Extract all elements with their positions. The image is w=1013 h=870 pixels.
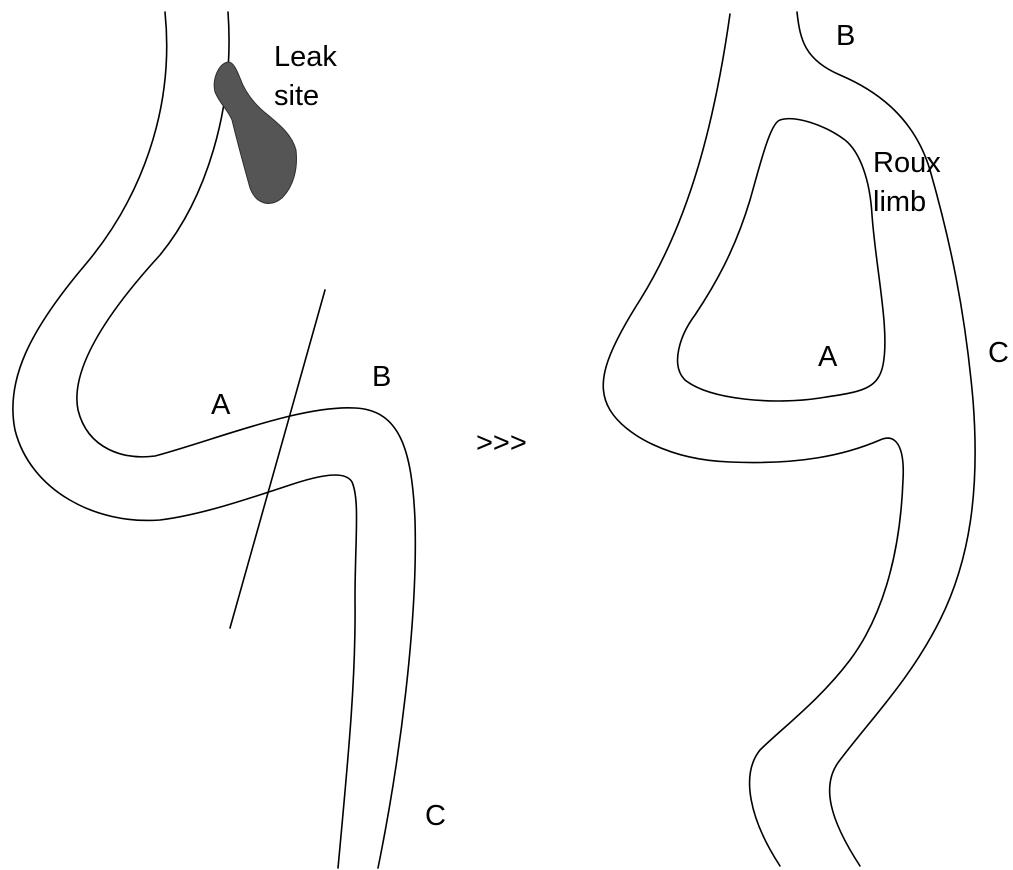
right-label-c: C [988, 337, 1009, 369]
right-inner-loop [678, 119, 885, 401]
right-label-a: A [818, 341, 838, 373]
transition-arrow: >>> [476, 427, 527, 459]
leak-site-label: Leak site [274, 41, 345, 112]
right-label-b: B [836, 20, 855, 52]
roux-limb-wall [797, 12, 975, 866]
before-panel: Leak site A B C [13, 12, 446, 868]
leak-site-label-line2: site [274, 80, 319, 112]
left-label-a: A [211, 389, 231, 421]
left-label-c: C [425, 800, 446, 832]
roux-limb-label-line2: limb [873, 186, 926, 218]
transection-line [230, 290, 325, 628]
right-outer-wall [603, 14, 903, 866]
roux-limb-label: Roux limb [873, 147, 949, 218]
left-label-b: B [372, 361, 391, 393]
after-panel: B Roux limb A C [603, 12, 1009, 866]
leak-site-label-line1: Leak [274, 41, 337, 73]
roux-limb-label-line1: Roux [873, 147, 941, 179]
left-outer-wall [13, 12, 357, 868]
